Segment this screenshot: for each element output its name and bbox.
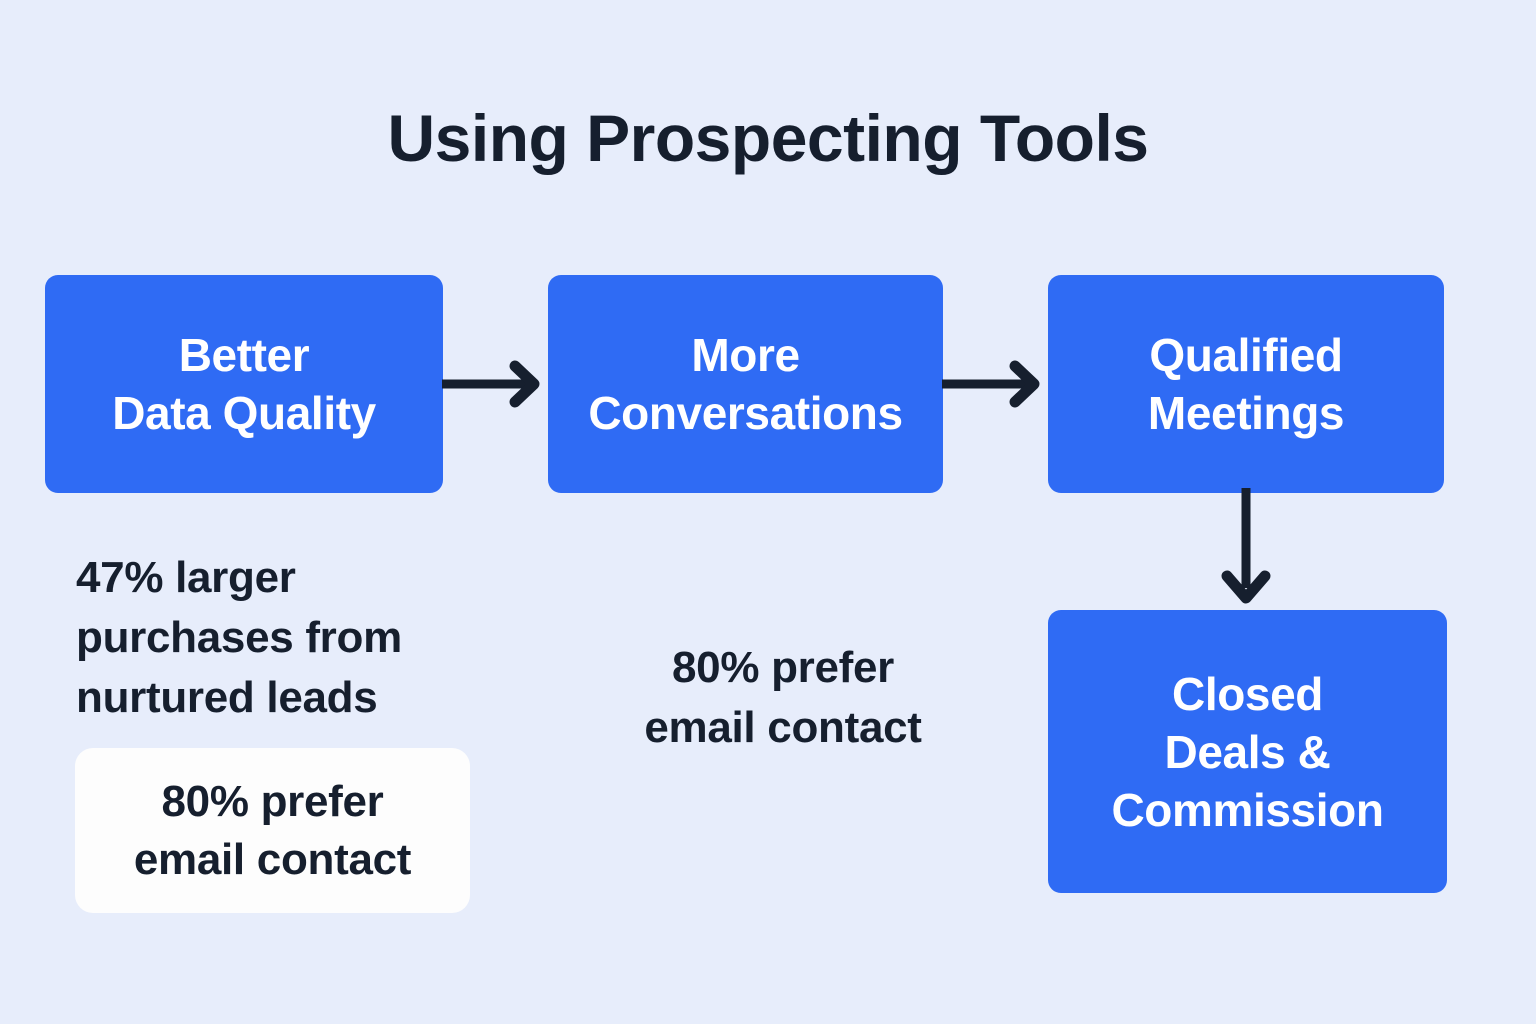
stat-line: 80% prefer [161, 776, 384, 826]
stat-line: nurtured leads [76, 673, 378, 722]
node-more-conversations[interactable]: More Conversations [548, 275, 943, 493]
node-label-line: Closed [1172, 667, 1323, 720]
node-label-line: Conversations [588, 387, 903, 439]
arrow-right-icon [442, 360, 540, 408]
node-better-data-quality[interactable]: Better Data Quality [45, 275, 443, 493]
stat-line: email contact [644, 703, 922, 752]
arrow-right-icon [942, 360, 1040, 408]
stat-line: 80% prefer [671, 643, 894, 692]
node-label-line: Data Quality [112, 387, 376, 439]
node-label-line: More [691, 329, 800, 381]
node-label-line: Meetings [1147, 387, 1345, 439]
stat-line: purchases from [76, 613, 402, 662]
page-title: Using Prospecting Tools [387, 101, 1149, 175]
stat-email-contact-center: 80% prefer email contact [573, 638, 993, 758]
stat-line: email contact [133, 834, 412, 884]
stat-email-contact-card[interactable]: 80% prefer email contact [75, 748, 470, 913]
stat-nurtured-leads: 47% larger purchases from nurtured leads [76, 548, 506, 728]
node-label-line: Better [178, 329, 310, 381]
node-label-line: Deals & [1164, 725, 1331, 778]
node-qualified-meetings[interactable]: Qualified Meetings [1048, 275, 1444, 493]
arrow-down-icon [1221, 488, 1271, 604]
node-label-line: Qualified [1149, 329, 1343, 381]
node-closed-deals-commission[interactable]: Closed Deals & Commission [1048, 610, 1447, 893]
node-label-line: Commission [1111, 783, 1384, 836]
stat-line: 47% larger [76, 553, 296, 602]
